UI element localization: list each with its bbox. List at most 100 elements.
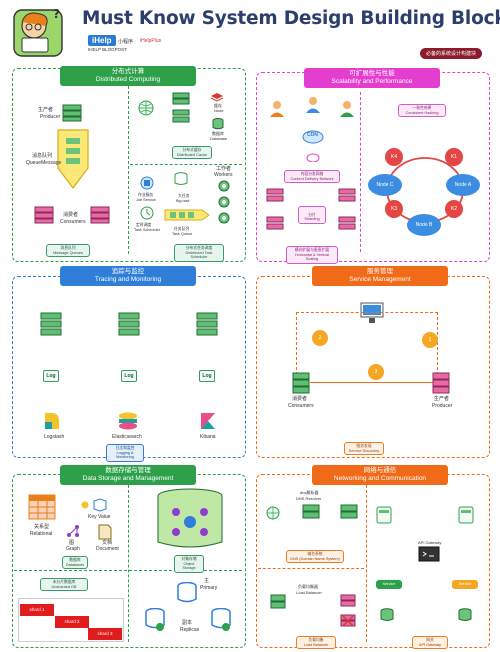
api-gateway-label: API Gateway — [418, 540, 442, 545]
cache-label: 缓存 — [214, 103, 222, 108]
consumer-label-en: Consumers — [60, 219, 86, 225]
hash-cn: 一致性哈希 — [412, 106, 432, 110]
registry-monitor-icon — [360, 302, 384, 324]
distributed-cache-button[interactable]: 分布式缓存 Distributed Cache — [172, 146, 212, 159]
handle-label: iHelpPlus — [140, 38, 162, 44]
user-icon-1 — [268, 100, 286, 118]
dns-globe-icon — [266, 506, 280, 520]
cdn-button[interactable]: 内容分发网络 Content Delivery Network — [284, 170, 340, 183]
primary-cn: 主 — [204, 578, 210, 584]
job-service-icon — [140, 176, 154, 190]
title-en: Scalability and Performance — [331, 78, 413, 85]
worker-gear-icon-1 — [218, 180, 230, 192]
ring-node-k3: K3 — [385, 200, 403, 218]
document-cn: 文档 — [102, 540, 113, 546]
primary-db-icon — [176, 582, 198, 604]
db-label: 数据库 — [212, 131, 224, 136]
relational-cn: 关系型 — [34, 524, 50, 530]
queue-label-cn: 消息队列 — [32, 153, 53, 159]
shard-3: shard 3 — [88, 628, 122, 640]
unsharded-cn: 未分片数据库 — [52, 580, 76, 584]
databases-button[interactable]: 数据库 Databases — [62, 556, 88, 569]
step-3-badge: 3 — [368, 364, 384, 380]
worker-gear-icon-2 — [218, 196, 230, 208]
unsharded-en: Unsharded DB — [51, 584, 77, 589]
big-task-label-en: Big task — [176, 199, 190, 203]
scale-server-icon-3 — [266, 216, 284, 230]
title-en: Service Management — [349, 276, 411, 283]
workers-label-cn: 工作者 — [216, 166, 232, 172]
logging-button[interactable]: 日志和监控 Logging & Monitoring — [106, 444, 144, 462]
divider-vertical — [128, 86, 130, 254]
cdn-cloud-icon — [302, 128, 324, 144]
step-1-badge: 1 — [422, 332, 438, 348]
log-file-1: Log — [43, 370, 59, 382]
btn-api-en: API Gateway — [418, 642, 442, 647]
replica-db-icon-1 — [144, 608, 166, 632]
scale-server-icon-4 — [338, 216, 356, 230]
kibana-icon — [200, 412, 216, 430]
object-storage-button[interactable]: 对象存储 Object Storage — [174, 555, 204, 573]
elasticsearch-label: Elasticsearch — [112, 434, 142, 440]
ring-node-b: Node B — [407, 214, 441, 236]
lb-label-cn: 负载均衡器 — [298, 584, 318, 589]
worker-gear-icon-3 — [218, 212, 230, 224]
svg-text:?: ? — [53, 7, 60, 21]
message-queue-button[interactable]: 消息队列 Message Queues — [46, 244, 90, 257]
consumer-server-icon-2 — [90, 206, 110, 224]
task-scheduler-button[interactable]: 分布式任务调度 Distributed Task Scheduler — [174, 244, 224, 262]
shard-1: shard 1 — [20, 604, 54, 616]
replica-db-icon-2 — [210, 608, 232, 632]
title-cn: 网络与通信 — [363, 467, 397, 474]
title-cn: 分布式计算 — [111, 68, 145, 75]
header-badge: 必备的系统设计构建块 — [420, 48, 483, 59]
user-icon-2 — [304, 96, 322, 114]
dns-server-icon — [302, 504, 320, 520]
dns-button[interactable]: 域名系统 DNS (Domain Name System) — [286, 550, 344, 563]
btn-en: Service Discovery — [348, 448, 380, 453]
globe-icon — [138, 100, 154, 116]
consumer-label-cn: 消费者 — [63, 212, 79, 218]
server-producer-icon — [62, 104, 82, 122]
api-gateway-icon — [418, 546, 440, 566]
hash-en: Consistent Hashing — [405, 110, 439, 115]
mascot-logo: ? — [6, 4, 68, 62]
api-client-icon-2 — [458, 506, 474, 524]
scale-server-icon-1 — [266, 188, 284, 202]
sharding-en: Sharding — [304, 217, 320, 221]
panel-title-storage: 数据存储与管理 Data Storage and Management — [60, 465, 196, 485]
service-consumer-cn: 消费者 — [292, 396, 308, 402]
scheduler-label-en: Task Scheduler — [134, 228, 160, 232]
title-en: Data Storage and Management — [82, 475, 174, 482]
ring-node-k4: K4 — [385, 148, 403, 166]
producer-service-icon — [432, 372, 450, 394]
user-icon-3 — [338, 100, 356, 118]
title-cn: 可扩展性与性能 — [349, 70, 395, 77]
consumer-server-icon-1 — [34, 206, 54, 224]
queue-funnel-icon — [56, 128, 90, 192]
service-producer-cn: 生产者 — [434, 396, 450, 402]
title-cn: 服务管理 — [367, 268, 393, 275]
dns-resolver-cn: dns解析器 — [300, 490, 319, 495]
title-en: Tracing and Monitoring — [94, 276, 162, 283]
api-client-icon-1 — [376, 506, 392, 524]
producer-label-cn: 生产者 — [38, 107, 54, 113]
scaling-button[interactable]: 横向扩展与垂直扩展 Horizontal & Vertical Scaling — [286, 246, 338, 264]
primary-en: Primary — [200, 585, 218, 591]
object-storage-bucket — [156, 488, 224, 550]
app-server-icon-3 — [196, 312, 218, 336]
graph-cn: 图 — [69, 540, 75, 546]
graph-en: Graph — [66, 546, 80, 552]
logstash-icon — [44, 412, 60, 430]
graph-icon — [66, 524, 80, 538]
mini-app-label: 小程序 — [118, 39, 134, 45]
lb-label-en: Load Balancer — [296, 590, 322, 595]
scheduler-label: 定时调度 — [136, 223, 152, 227]
dns-resolver-en: DNS Resolver — [296, 496, 322, 501]
database-icon — [212, 118, 224, 130]
